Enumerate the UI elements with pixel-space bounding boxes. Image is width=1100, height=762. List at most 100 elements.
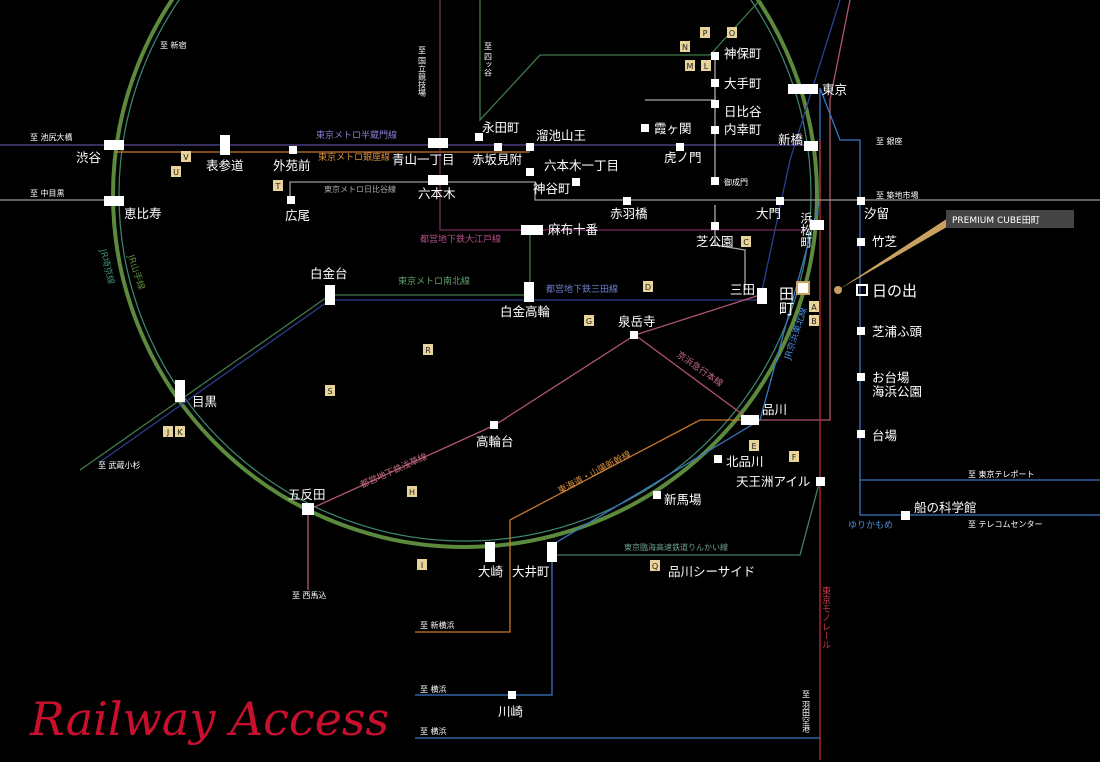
station-shibaurafuto[interactable]: 芝浦ふ頭 bbox=[872, 324, 923, 339]
station-hinode[interactable]: 日の出 bbox=[872, 282, 917, 300]
roppongi-marker[interactable] bbox=[428, 175, 448, 185]
takeshiba-marker[interactable] bbox=[857, 238, 865, 246]
station-daiba[interactable]: 台場 bbox=[872, 428, 897, 443]
station-sengakuji[interactable]: 泉岳寺 bbox=[618, 314, 656, 329]
station-tokyo[interactable]: 東京 bbox=[822, 82, 847, 97]
shibuya-marker[interactable] bbox=[104, 140, 124, 150]
station-shirokanedai[interactable]: 白金台 bbox=[310, 266, 348, 281]
ebisu-marker[interactable] bbox=[104, 196, 124, 206]
tokyo-marker[interactable] bbox=[788, 84, 818, 94]
station-omotesando[interactable]: 表参道 bbox=[206, 158, 244, 173]
station-odaiba-kaihinkoen[interactable]: 海浜公園 bbox=[872, 384, 922, 399]
station-shirokanetakanawa[interactable]: 白金高輪 bbox=[500, 304, 551, 319]
nagatacho-marker[interactable] bbox=[475, 133, 483, 141]
shibakoen-marker[interactable] bbox=[711, 222, 719, 230]
akasakamitsuke-marker[interactable] bbox=[494, 143, 502, 151]
station-akasakamitsuke[interactable]: 赤坂見附 bbox=[472, 152, 523, 167]
kamiyacho-marker[interactable] bbox=[572, 178, 580, 186]
mita-marker[interactable] bbox=[757, 288, 767, 304]
station-kamiyacho[interactable]: 神谷町 bbox=[533, 181, 571, 196]
shinbamba-marker[interactable] bbox=[653, 491, 661, 499]
station-uchisaiwaicho[interactable]: 内幸町 bbox=[724, 122, 762, 137]
shimbashi-marker[interactable] bbox=[804, 141, 818, 151]
shinagawa-marker[interactable] bbox=[741, 415, 759, 425]
hibiya-marker[interactable] bbox=[711, 100, 719, 108]
station-daimon[interactable]: 大門 bbox=[756, 206, 781, 221]
kitashinagawa-marker[interactable] bbox=[714, 455, 722, 463]
station-mita[interactable]: 三田 bbox=[730, 282, 755, 297]
station-akabanebashi[interactable]: 赤羽橋 bbox=[610, 206, 648, 221]
roppongi1-marker[interactable] bbox=[526, 168, 534, 176]
station-shibuya[interactable]: 渋谷 bbox=[76, 150, 102, 165]
aoyama1-marker[interactable] bbox=[428, 138, 448, 148]
station-takeshiba[interactable]: 竹芝 bbox=[872, 234, 898, 249]
station-nagatacho[interactable]: 永田町 bbox=[482, 120, 520, 135]
station-kasumigaseki[interactable]: 霞ヶ関 bbox=[654, 121, 692, 136]
kawasaki-marker[interactable] bbox=[508, 691, 516, 699]
shibaurafuto-marker[interactable] bbox=[857, 327, 865, 335]
daiba-marker[interactable] bbox=[857, 430, 865, 438]
station-shimbashi[interactable]: 新橋 bbox=[778, 132, 804, 147]
station-azabujuban[interactable]: 麻布十番 bbox=[548, 222, 599, 237]
takanawadai-marker[interactable] bbox=[490, 421, 498, 429]
station-tamachi[interactable]: 田町 bbox=[777, 286, 795, 316]
hamamatsucho-marker[interactable] bbox=[810, 220, 824, 230]
shiodome-marker[interactable] bbox=[857, 197, 865, 205]
station-jimbocho[interactable]: 神保町 bbox=[724, 46, 762, 61]
gaienmae-marker[interactable] bbox=[289, 146, 297, 154]
station-shinagawaseaside[interactable]: 品川シーサイド bbox=[668, 564, 755, 579]
shirokanedai-marker[interactable] bbox=[325, 285, 335, 305]
oimachi-marker[interactable] bbox=[547, 542, 557, 562]
station-onarimon[interactable]: 御成門 bbox=[724, 177, 748, 187]
funenokagakukan-marker[interactable] bbox=[901, 511, 910, 520]
station-takanawadai[interactable]: 高輪台 bbox=[476, 434, 514, 449]
station-shinagawa[interactable]: 品川 bbox=[762, 402, 787, 417]
station-hibiya[interactable]: 日比谷 bbox=[724, 104, 762, 119]
station-roppongi1[interactable]: 六本木一丁目 bbox=[544, 158, 619, 173]
uchisaiwaicho-marker[interactable] bbox=[711, 126, 719, 134]
station-meguro[interactable]: 目黒 bbox=[192, 394, 217, 409]
station-shiodome[interactable]: 汐留 bbox=[864, 206, 889, 221]
odaiba-marker[interactable] bbox=[857, 373, 865, 381]
akabanebashi-marker[interactable] bbox=[623, 197, 631, 205]
station-tameike[interactable]: 溜池山王 bbox=[536, 128, 586, 143]
toranomon-marker[interactable] bbox=[676, 143, 684, 151]
osaki-marker[interactable] bbox=[485, 542, 495, 562]
shirokanetakanawa-marker[interactable] bbox=[524, 282, 534, 302]
onarimon-marker[interactable] bbox=[711, 177, 719, 185]
tennozu-marker[interactable] bbox=[816, 477, 825, 486]
station-kitashinagawa[interactable]: 北品川 bbox=[726, 454, 764, 469]
station-osaki[interactable]: 大崎 bbox=[478, 564, 504, 579]
hiroo-marker[interactable] bbox=[287, 196, 295, 204]
station-ebisu[interactable]: 恵比寿 bbox=[124, 206, 162, 221]
line-ginza: 東京メトロ銀座線 bbox=[318, 151, 390, 163]
tameike-marker[interactable] bbox=[526, 143, 534, 151]
station-otemachi[interactable]: 大手町 bbox=[724, 76, 762, 91]
station-gotanda[interactable]: 五反田 bbox=[288, 487, 326, 502]
station-gaienmae[interactable]: 外苑前 bbox=[273, 158, 311, 173]
gotanda-marker[interactable] bbox=[302, 503, 314, 515]
station-kawasaki[interactable]: 川崎 bbox=[498, 704, 524, 719]
station-odaiba[interactable]: お台場 bbox=[872, 370, 910, 385]
otemachi-marker[interactable] bbox=[711, 79, 719, 87]
omotesando-marker[interactable] bbox=[220, 135, 230, 155]
hinode-marker[interactable] bbox=[856, 284, 868, 296]
tamachi-marker[interactable] bbox=[796, 281, 810, 295]
station-tennozu[interactable]: 天王洲アイル bbox=[736, 474, 810, 489]
station-roppongi[interactable]: 六本木 bbox=[418, 186, 456, 201]
station-oimachi[interactable]: 大井町 bbox=[512, 564, 550, 579]
station-funenokagakukan[interactable]: 船の科学館 bbox=[914, 500, 977, 515]
daimon-marker[interactable] bbox=[776, 197, 784, 205]
station-shinbamba[interactable]: 新馬場 bbox=[664, 492, 702, 507]
meguro-marker[interactable] bbox=[175, 380, 185, 402]
mita-route bbox=[99, 0, 841, 463]
jimbocho-marker[interactable] bbox=[711, 52, 719, 60]
station-hamamatsucho[interactable]: 浜松町 bbox=[799, 212, 813, 248]
station-aoyama1[interactable]: 青山一丁目 bbox=[392, 152, 455, 167]
kasumigaseki-marker[interactable] bbox=[641, 124, 649, 132]
station-hiroo[interactable]: 広尾 bbox=[285, 208, 310, 223]
station-toranomon[interactable]: 虎ノ門 bbox=[664, 150, 702, 165]
azabujuban-marker[interactable] bbox=[521, 225, 543, 235]
sengakuji-marker[interactable] bbox=[630, 331, 638, 339]
station-shibakoen[interactable]: 芝公園 bbox=[696, 234, 734, 249]
